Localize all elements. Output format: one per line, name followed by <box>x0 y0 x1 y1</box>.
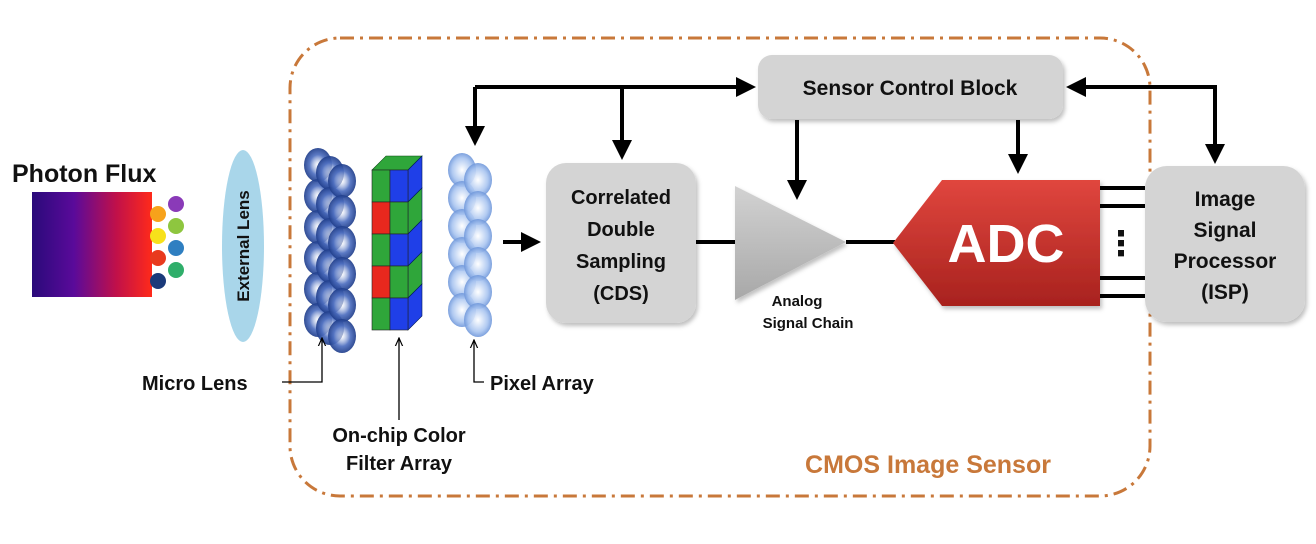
cfa-label-line1: On-chip Color <box>332 425 466 447</box>
micro-lens <box>328 226 356 260</box>
analog-amplifier-icon <box>735 186 846 300</box>
cfa-cell <box>371 201 391 235</box>
signal-wires <box>465 77 1225 298</box>
micro-lens-label: Micro Lens <box>142 373 248 395</box>
pixel-lens <box>464 275 492 309</box>
cfa-cell <box>389 169 409 203</box>
pixel-lens <box>464 191 492 225</box>
cfa-label-line2: Filter Array <box>346 453 453 475</box>
isp-label-line1: Image <box>1195 188 1256 211</box>
cmos-sensor-label: CMOS Image Sensor <box>805 451 1051 479</box>
cfa-cell <box>371 265 391 299</box>
photon-dot <box>168 262 184 278</box>
sensor-control-block <box>758 55 1063 119</box>
amp-label-line2: Signal Chain <box>763 315 854 332</box>
external-lens <box>222 150 264 342</box>
photon-flux-label: Photon Flux <box>12 160 157 188</box>
isp-label-line3: Processor <box>1174 250 1277 273</box>
pixel-lens <box>464 219 492 253</box>
micro-lens <box>328 195 356 229</box>
pixel-array-leader <box>474 340 484 383</box>
pixel-lens <box>464 163 492 197</box>
photon-dot <box>150 206 166 222</box>
cds-label-line2: Double <box>587 219 655 241</box>
pixel-array <box>448 153 492 337</box>
sensor-control-label: Sensor Control Block <box>803 77 1018 100</box>
cfa-cell <box>389 233 409 267</box>
isp-block <box>1145 166 1305 322</box>
cfa-cell <box>389 201 409 235</box>
amp-label-line1: Analog <box>772 293 823 310</box>
micro-lens-array <box>304 148 356 353</box>
scb-isp-link <box>1066 77 1225 164</box>
micro-lens <box>328 257 356 291</box>
cfa-cell <box>389 297 409 331</box>
cfa-cell <box>371 233 391 267</box>
isp-label-line4: (ISP) <box>1201 281 1249 304</box>
pixel-lens <box>464 303 492 337</box>
isp-label-line2: Signal <box>1193 219 1256 242</box>
photon-dot <box>168 218 184 234</box>
photon-dot <box>150 250 166 266</box>
pixel-lens <box>464 247 492 281</box>
bus-ellipsis: ⋮ <box>1104 225 1138 263</box>
micro-lens-leader <box>282 338 322 383</box>
adc-label: ADC <box>948 214 1065 274</box>
cfa-cell <box>371 169 391 203</box>
cds-label-line3: Sampling <box>576 251 666 273</box>
photon-dot <box>168 196 184 212</box>
micro-lens <box>328 288 356 322</box>
external-lens-label: External Lens <box>234 190 253 302</box>
cds-block <box>546 163 696 323</box>
cds-label-line4: (CDS) <box>593 283 649 305</box>
photon-dots <box>150 196 184 289</box>
micro-lens <box>328 164 356 198</box>
adc-block <box>893 180 1100 306</box>
color-filter-array <box>371 155 423 331</box>
cfa-cell <box>389 265 409 299</box>
micro-lens <box>328 319 356 353</box>
cds-label-line1: Correlated <box>571 187 671 209</box>
pixel-array-label: Pixel Array <box>490 373 595 395</box>
photon-dot <box>150 273 166 289</box>
photon-dot <box>150 228 166 244</box>
photon-dot <box>168 240 184 256</box>
photon-flux-spectrum <box>32 192 152 297</box>
cfa-cell <box>371 297 391 331</box>
